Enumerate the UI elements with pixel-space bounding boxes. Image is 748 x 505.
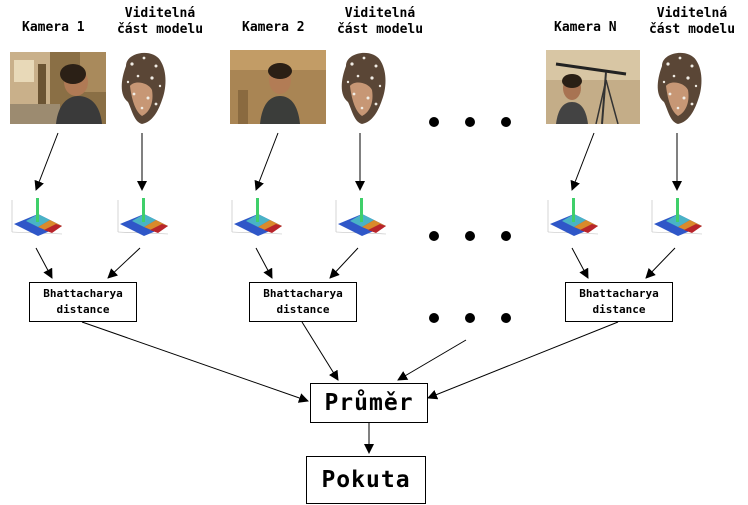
ellipsis-row-2 bbox=[420, 226, 520, 246]
average-box: Průměr bbox=[310, 383, 428, 423]
histogram-plot-2a bbox=[228, 194, 286, 240]
arrow-plot1b-to-box1 bbox=[107, 247, 141, 279]
model-1-label-line2: část modelu bbox=[116, 22, 204, 37]
histogram-plot-Na bbox=[544, 194, 602, 240]
arrow-photo2-to-plot bbox=[254, 132, 279, 191]
arrow-plot2a-to-box2 bbox=[255, 247, 273, 279]
bhattacharya-box-2-line1: Bhattacharya bbox=[263, 287, 343, 300]
ellipsis-row-1 bbox=[420, 112, 520, 132]
camera-1-label: Kamera 1 bbox=[22, 20, 85, 35]
ellipsis-row-3 bbox=[420, 308, 520, 328]
model-N-label-line2: část modelu bbox=[648, 22, 736, 37]
model-1-label: Viditelná část modelu bbox=[104, 6, 216, 38]
penalty-box: Pokuta bbox=[306, 456, 426, 504]
bhattacharya-box-1: Bhattacharya distance bbox=[29, 282, 137, 322]
arrow-photo1-to-plot bbox=[34, 132, 59, 191]
arrow-box2-to-average bbox=[301, 321, 339, 381]
model-N-head-render bbox=[648, 46, 708, 126]
arrow-photoN-to-plot bbox=[570, 132, 595, 191]
camera-N-photo bbox=[546, 50, 640, 124]
histogram-plot-Nb bbox=[648, 194, 706, 240]
arrow-dots-to-average bbox=[397, 339, 467, 381]
camera-2-photo bbox=[230, 50, 326, 124]
arrow-plotNa-to-boxN bbox=[571, 247, 589, 279]
model-2-label-line2: část modelu bbox=[336, 22, 424, 37]
bhattacharya-box-2: Bhattacharya distance bbox=[249, 282, 357, 322]
arrow-plotNb-to-boxN bbox=[645, 247, 676, 279]
camera-2-label: Kamera 2 bbox=[242, 20, 305, 35]
arrow-boxN-to-average bbox=[427, 321, 619, 400]
histogram-plot-1b bbox=[114, 194, 172, 240]
model-N-label-line1: Viditelná bbox=[656, 6, 728, 21]
arrow-plot1a-to-box1 bbox=[35, 247, 53, 279]
histogram-plot-2b bbox=[332, 194, 390, 240]
model-1-head-render bbox=[112, 46, 172, 126]
bhattacharya-box-N-line1: Bhattacharya bbox=[579, 287, 659, 300]
bhattacharya-box-2-line2: distance bbox=[276, 303, 330, 316]
histogram-plot-1a bbox=[8, 194, 66, 240]
arrow-plot2b-to-box2 bbox=[329, 247, 359, 279]
bhattacharya-box-N: Bhattacharya distance bbox=[565, 282, 673, 322]
model-2-label: Viditelná část modelu bbox=[324, 6, 436, 38]
bhattacharya-box-1-line1: Bhattacharya bbox=[43, 287, 123, 300]
camera-N-label: Kamera N bbox=[554, 20, 617, 35]
bhattacharya-box-1-line2: distance bbox=[56, 303, 110, 316]
model-1-label-line1: Viditelná bbox=[124, 6, 196, 21]
model-2-head-render bbox=[332, 46, 392, 126]
model-2-label-line1: Viditelná bbox=[344, 6, 416, 21]
arrow-box1-to-average bbox=[81, 321, 309, 403]
camera-1-photo bbox=[10, 52, 106, 124]
model-N-label: Viditelná část modelu bbox=[636, 6, 748, 38]
bhattacharya-box-N-line2: distance bbox=[592, 303, 646, 316]
